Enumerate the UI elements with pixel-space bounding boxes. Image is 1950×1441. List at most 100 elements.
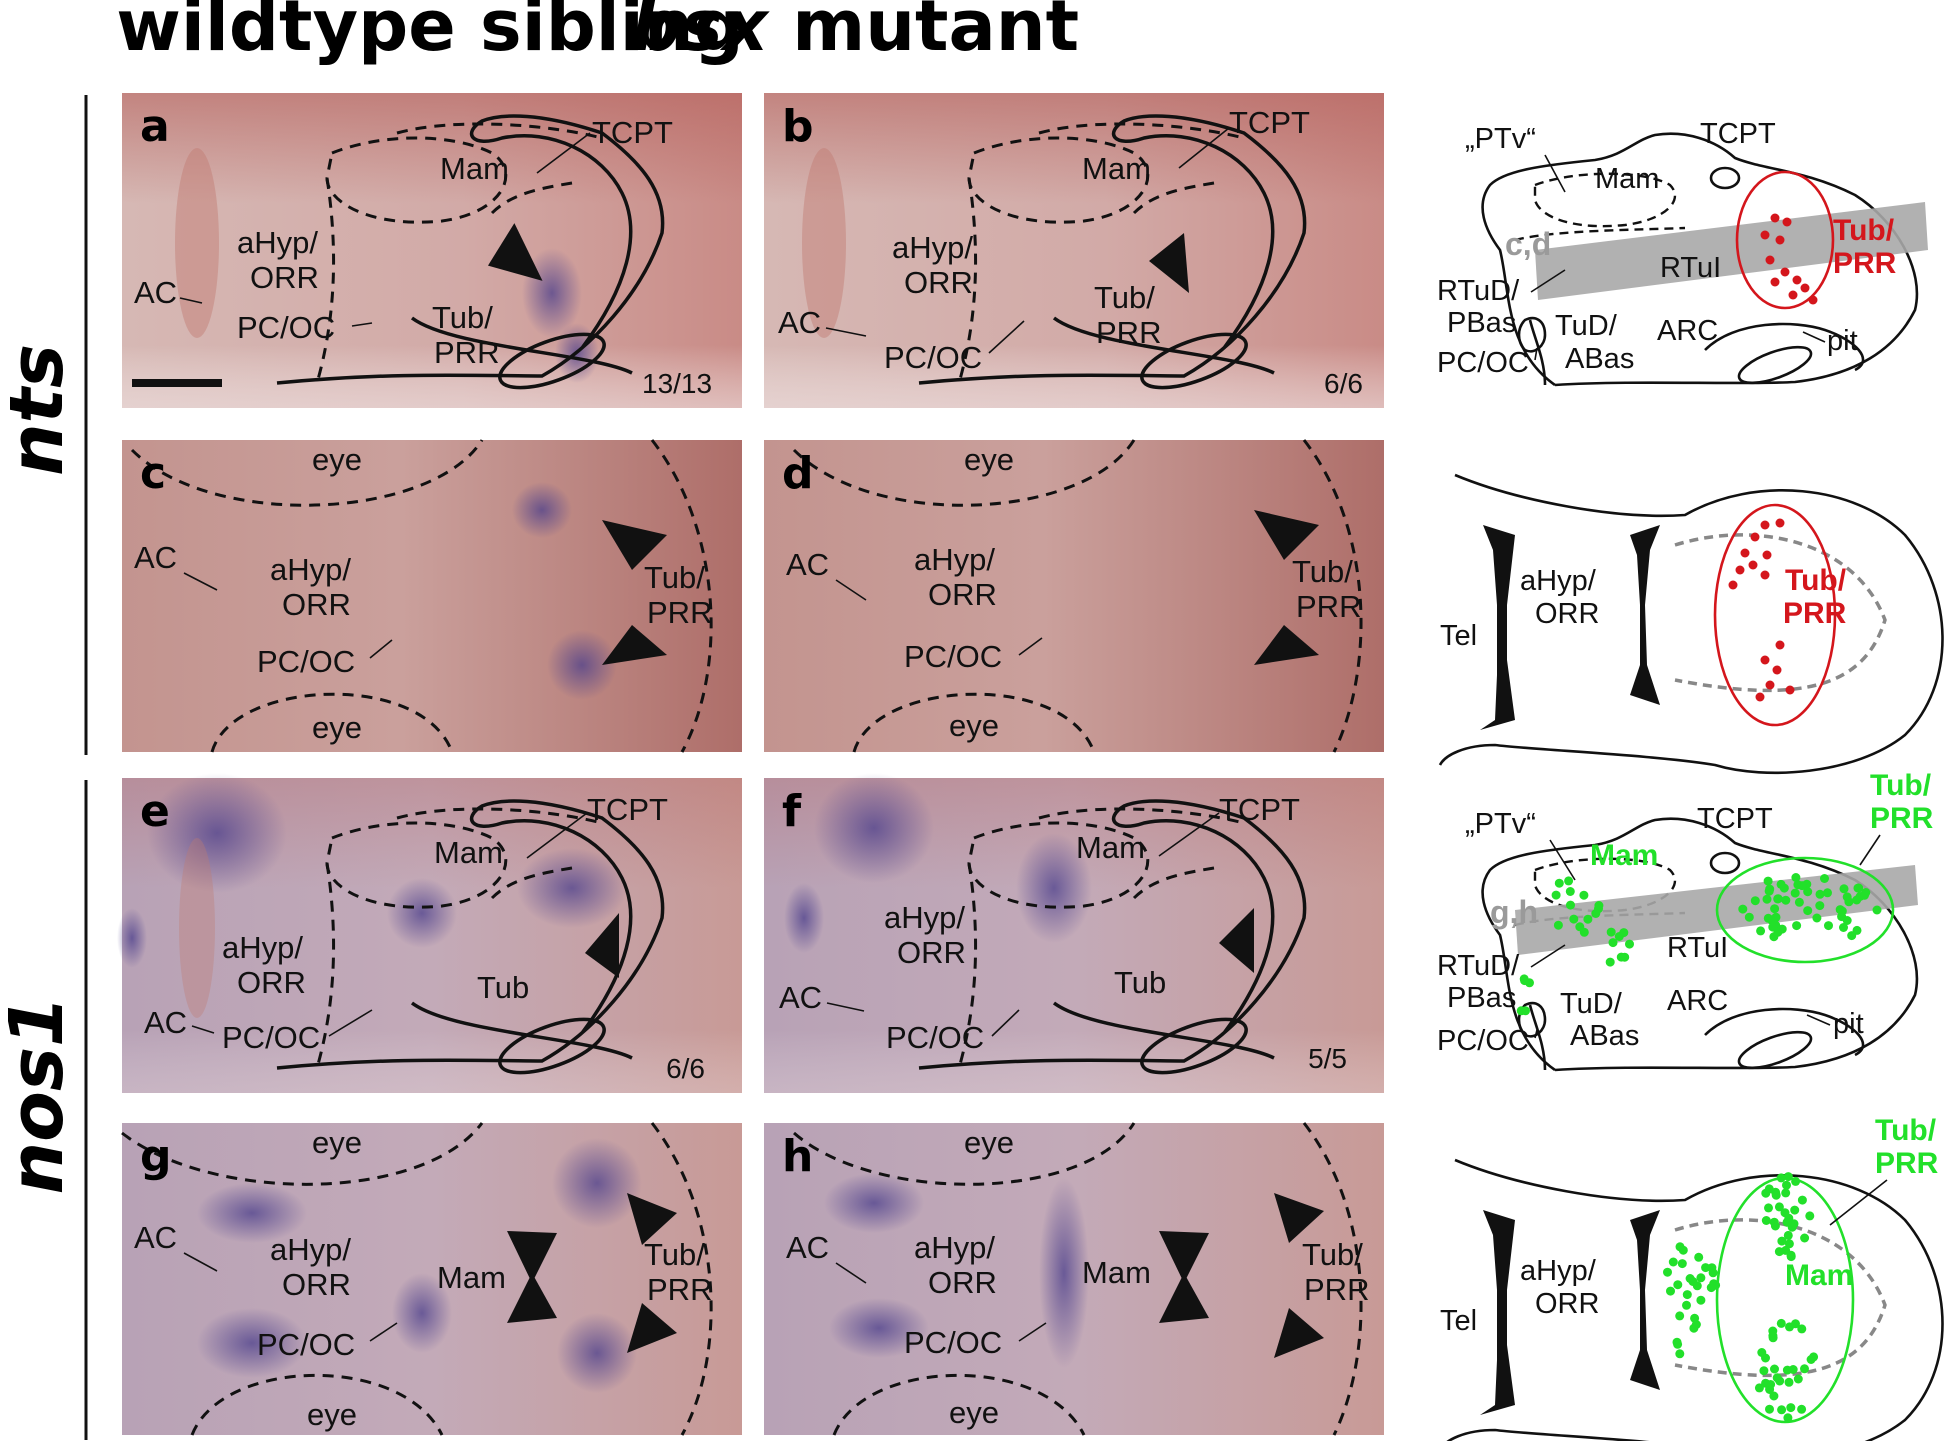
green-dot xyxy=(1763,876,1773,886)
green-dot xyxy=(1776,1173,1786,1183)
panel-e-label-tcpt: TCPT xyxy=(587,792,668,827)
green-dot xyxy=(1761,1216,1771,1225)
panel-d-label-ac: AC xyxy=(786,547,829,582)
panel-e-leader-ac xyxy=(191,1025,215,1034)
panel-a-count: 13/13 xyxy=(642,368,712,399)
panel-d-leader-pcoc xyxy=(1018,637,1043,656)
panel-d-eye-bottom xyxy=(852,692,1096,753)
panel-e-label-ahyp2: ORR xyxy=(237,965,306,1000)
green-dot xyxy=(1800,1364,1809,1374)
schematic-g-leader-tub xyxy=(1829,1179,1888,1226)
panel-d-leader-ac xyxy=(835,579,867,601)
green-dot xyxy=(1706,1283,1716,1293)
panel-g-stain-4 xyxy=(552,1138,642,1228)
panel-h-eye-right xyxy=(1302,1122,1363,1436)
mutant-word: mutant xyxy=(768,0,1079,67)
green-dot xyxy=(1692,1281,1702,1291)
panel-f-dorsal-boundary xyxy=(1132,866,1215,900)
red-dot xyxy=(1748,560,1758,570)
panel-b-label-mam: Mam xyxy=(1082,151,1151,186)
panel-a-label-ac: AC xyxy=(134,275,177,310)
panel-d-arrowhead-1 xyxy=(1254,510,1319,560)
panel-d-label-eye-bottom: eye xyxy=(949,708,999,743)
panel-h-leader-ac xyxy=(835,1262,867,1284)
schematic-c-label-tel: Tel xyxy=(1440,620,1477,652)
green-dot xyxy=(1750,896,1760,906)
panel-c-stain xyxy=(512,482,572,538)
green-dot xyxy=(1781,1245,1791,1255)
panel-h-label-eye-bottom: eye xyxy=(949,1395,999,1430)
red-dot xyxy=(1735,565,1745,575)
green-dot xyxy=(1608,938,1618,948)
panel-f-label-ahyp2: ORR xyxy=(897,935,966,970)
panel-f-leader-ac xyxy=(826,1002,865,1012)
panel-c-label-eye-bottom: eye xyxy=(312,710,362,745)
green-dot xyxy=(1791,873,1801,882)
panel-f-mam-boundary xyxy=(967,821,1150,909)
red-dot xyxy=(1770,277,1780,287)
schematic-e-pcoc-shape xyxy=(1517,1001,1547,1038)
schematic-e-leader-ptv xyxy=(1549,839,1576,881)
red-dot xyxy=(1785,685,1795,695)
schematic-top-label-tub1: Tub/ xyxy=(1833,214,1895,247)
schematic-top-tub-ellipse xyxy=(1735,170,1835,310)
panel-a: a TCPT Mam aHyp/ ORR AC Tub/ PRR PC/OC 1… xyxy=(122,93,742,408)
panel-h-label-tub1: Tub/ xyxy=(1302,1237,1363,1272)
panel-b-dorsal-boundary xyxy=(1132,181,1215,215)
panel-g-label-eye-bottom: eye xyxy=(307,1397,357,1432)
green-dot xyxy=(1767,915,1777,925)
panel-e-label-ahyp1: aHyp/ xyxy=(222,930,303,965)
panel-d-label-pcoc: PC/OC xyxy=(904,639,1002,674)
green-dot xyxy=(1770,1364,1779,1374)
panel-a-label-tub1: Tub/ xyxy=(432,300,493,335)
panel-a-outline-2 xyxy=(410,316,633,375)
panel-e-count: 6/6 xyxy=(666,1053,705,1084)
schematic-top-leader-ptv xyxy=(1544,154,1566,193)
panel-g-eye-bottom xyxy=(190,1373,444,1436)
panel-c-label-eye-top: eye xyxy=(312,442,362,477)
panel-h-letter: h xyxy=(782,1131,813,1182)
panel-a-leader-ac xyxy=(179,297,203,304)
schematic-g-ahyp-bracket xyxy=(1630,1210,1660,1390)
panel-f-pit xyxy=(1140,1017,1248,1075)
panel-d-eye-top xyxy=(792,439,1136,507)
panel-h-label-ahyp1: aHyp/ xyxy=(914,1230,995,1265)
red-dot xyxy=(1800,283,1810,293)
green-dot xyxy=(1770,1221,1780,1231)
panel-b-pit xyxy=(1140,332,1248,390)
panel-d-label-eye-top: eye xyxy=(964,442,1014,477)
panel-a-tcpt-boundary xyxy=(396,122,603,140)
panel-a-label-tcpt: TCPT xyxy=(592,115,673,150)
panel-b-letter: b xyxy=(782,101,814,152)
red-dot xyxy=(1755,692,1765,702)
schematic-g-dashed xyxy=(1674,1218,1887,1378)
green-dot xyxy=(1824,921,1833,931)
panel-b-leader-pcoc xyxy=(988,320,1025,354)
red-dot xyxy=(1780,267,1790,277)
schematic-e-label-tub2: PRR xyxy=(1870,802,1934,835)
green-dot xyxy=(1779,883,1789,893)
schematic-e-label-rtud1: RTuD/ xyxy=(1437,950,1520,982)
panel-d-arrowhead-2 xyxy=(1254,625,1319,665)
schematic-e-pit xyxy=(1737,1030,1813,1070)
schematic-c-outline xyxy=(1438,473,1944,775)
panel-f-letter: f xyxy=(782,786,802,837)
panel-e-stain-2 xyxy=(387,878,457,948)
red-dot xyxy=(1792,275,1802,285)
green-dot xyxy=(1782,1365,1792,1375)
panel-b-label-pcoc: PC/OC xyxy=(884,340,982,375)
green-dot xyxy=(1837,906,1847,916)
green-dot xyxy=(1790,888,1800,898)
green-dot xyxy=(1516,1006,1526,1016)
panel-b-label-tub1: Tub/ xyxy=(1094,280,1155,315)
green-dot xyxy=(1566,900,1575,910)
schematic-top-pcoc-line xyxy=(1528,319,1547,386)
schematic-top-label-cd: c,d xyxy=(1505,226,1551,262)
panel-b-mam-boundary xyxy=(967,136,1150,224)
panel-c-label-ahyp2: ORR xyxy=(282,587,351,622)
panel-h-eye-top xyxy=(793,1122,1136,1186)
green-dot xyxy=(1666,1286,1675,1296)
panel-e-label-pcoc: PC/OC xyxy=(222,1020,320,1055)
green-dot xyxy=(1773,894,1783,904)
green-dot xyxy=(1764,1203,1773,1213)
